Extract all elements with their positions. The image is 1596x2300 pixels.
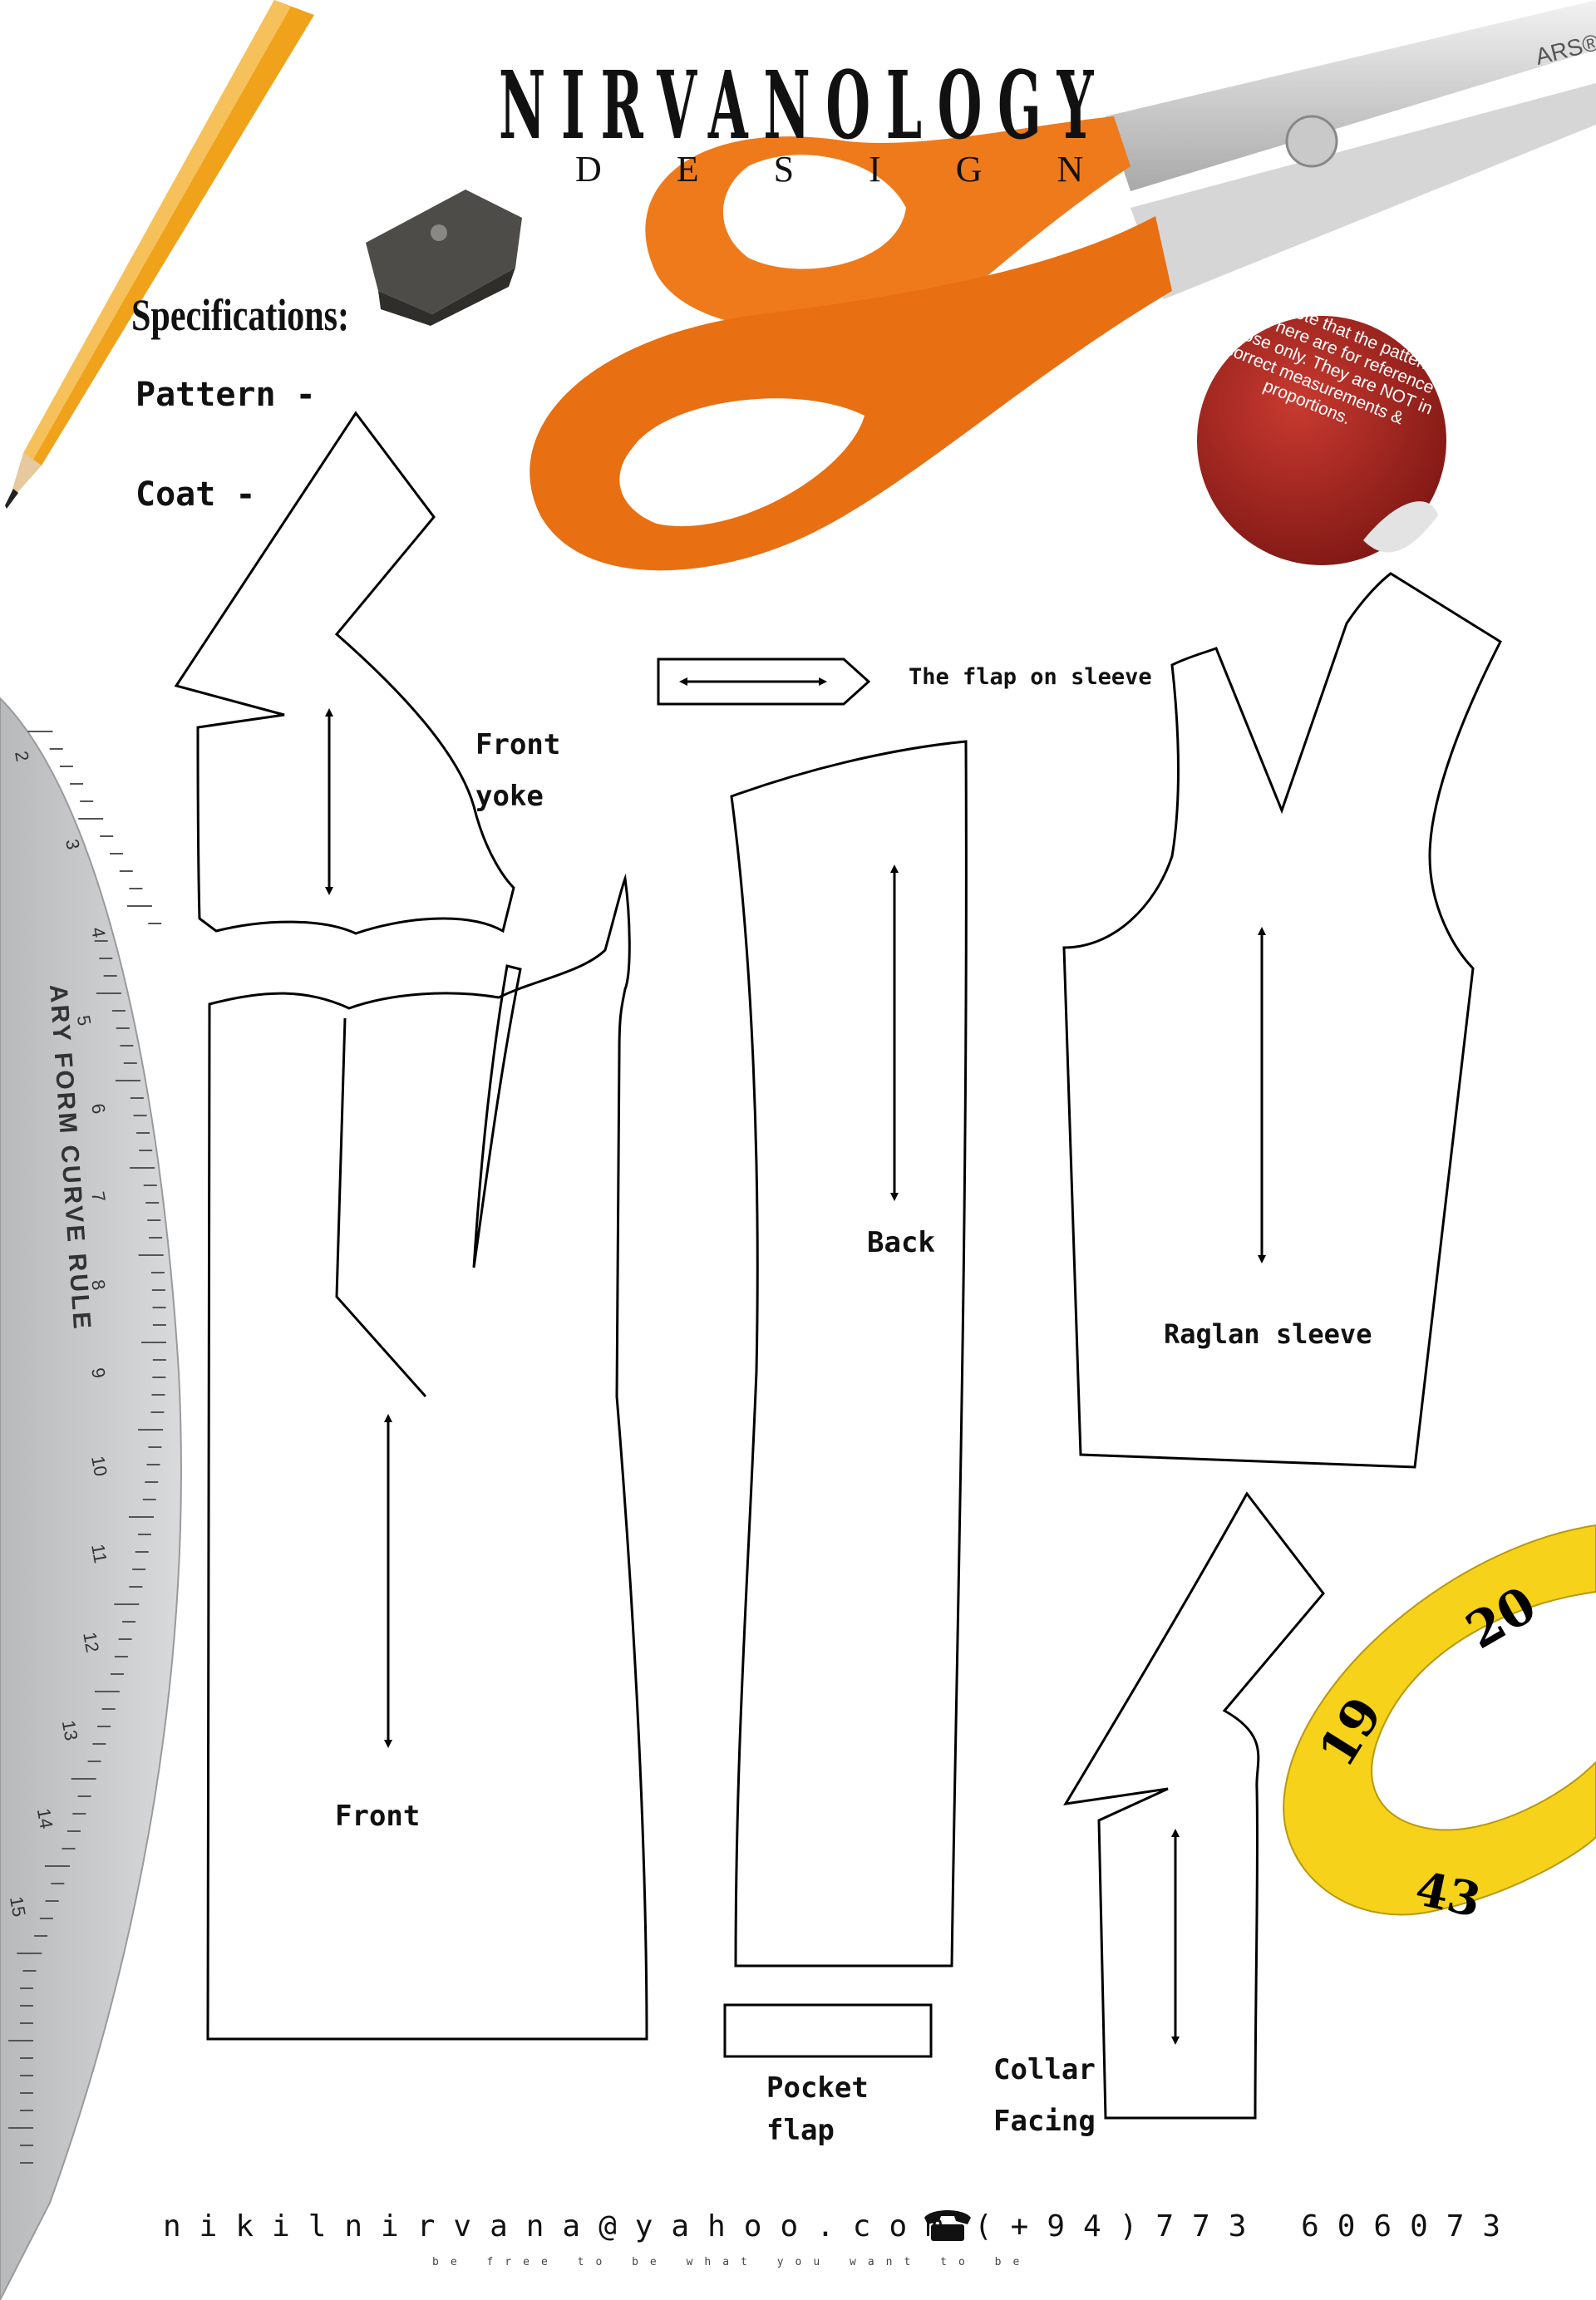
pattern-front-yoke <box>174 411 515 935</box>
label-front-yoke-1: Front <box>475 728 561 761</box>
pattern-collar-facing <box>1063 1491 1325 2120</box>
pattern-flap-on-sleeve <box>657 657 871 706</box>
label-front: Front <box>335 1800 421 1833</box>
pattern-back <box>730 740 968 1968</box>
ruler-number: 4 <box>87 926 110 939</box>
footer-email[interactable]: nikilnirvana@yahoo.com <box>163 2209 962 2243</box>
label-flap-on-sleeve: The flap on sleeve <box>909 664 1152 690</box>
ruler-number: 8 <box>87 1278 110 1292</box>
ruler-number: 11 <box>87 1543 111 1565</box>
pattern-front <box>206 878 648 2041</box>
label-back: Back <box>867 1226 935 1259</box>
ruler-number: 17 <box>0 2071 3 2095</box>
ruler-number: 3 <box>62 838 84 851</box>
label-raglan-sleeve: Raglan sleeve <box>1164 1318 1372 1350</box>
pattern-front-dart <box>335 1017 427 1397</box>
phone-icon <box>924 2210 971 2241</box>
ruler-number: 13 <box>58 1719 82 1742</box>
ruler-number: 7 <box>87 1190 110 1204</box>
pencil-icon <box>5 0 314 509</box>
specifications-heading: Specifications: <box>131 290 350 340</box>
pattern-pocket-flap <box>723 2003 933 2058</box>
note-sticker <box>1197 316 1446 565</box>
ruler-number: 14 <box>33 1807 57 1830</box>
footer-tagline: be free to be what you want to be <box>432 2256 1032 2268</box>
ruler-number: 12 <box>79 1631 103 1654</box>
measuring-tape-icon: 20 19 43 <box>1283 1524 1596 1928</box>
label-collar-facing-1: Collar <box>993 2053 1096 2086</box>
label-collar-facing-2: Facing <box>993 2105 1096 2138</box>
ruler-number: 5 <box>73 1014 96 1027</box>
footer-phone: (+94)773 606073 <box>974 2209 1520 2243</box>
tape-number-43: 43 <box>1411 1861 1485 1928</box>
brand-subtitle: DESIGN <box>575 149 1159 190</box>
ruler-number: 15 <box>6 1895 30 1918</box>
ruler-number: 6 <box>87 1102 110 1116</box>
sharpener-icon <box>366 190 522 326</box>
ruler-number: 16 <box>0 1983 3 2007</box>
pattern-label: Pattern - <box>135 376 316 414</box>
brand-name: NIRVANOLOGY <box>499 52 1110 160</box>
scissors-icon <box>530 0 1596 571</box>
label-pocket-flap-2: flap <box>766 2114 835 2147</box>
ruler-number: 10 <box>87 1455 111 1478</box>
label-front-yoke-2: yoke <box>475 780 544 813</box>
label-pocket-flap-1: Pocket <box>766 2071 869 2105</box>
coat-label: Coat - <box>135 475 256 514</box>
pattern-raglan-sleeve <box>1062 572 1502 1469</box>
pattern-front-pleat <box>472 964 522 1268</box>
ruler-number: 9 <box>87 1367 110 1380</box>
ruler-number: 2 <box>11 750 33 763</box>
